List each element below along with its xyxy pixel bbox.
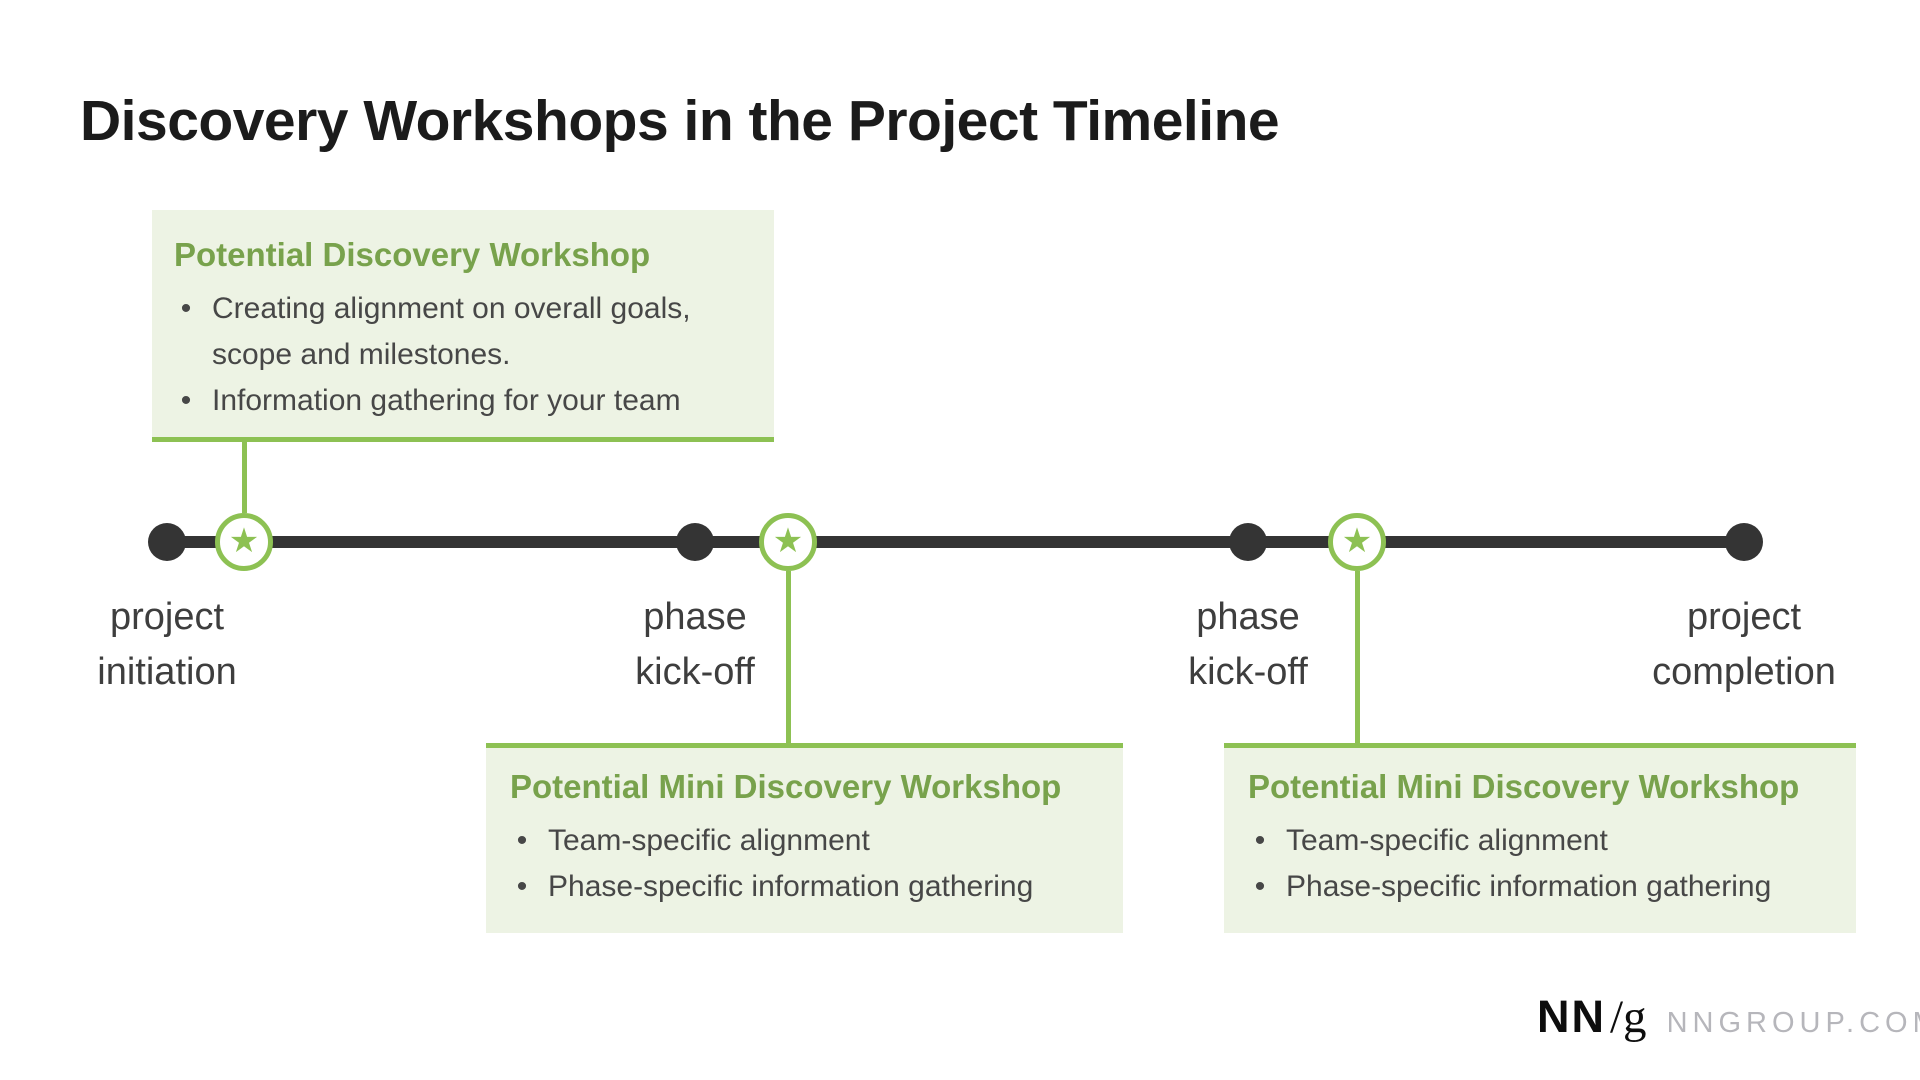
- connector-line-mini-workshop-2: [1355, 571, 1360, 743]
- bullet-text: Team-specific alignment: [548, 824, 870, 857]
- bullet-text: Phase-specific information gathering: [548, 870, 1034, 903]
- bullet-icon: •: [516, 870, 528, 903]
- callout-title: Potential Mini Discovery Workshop: [510, 768, 1062, 805]
- callout-mini-discovery-workshop-1: Potential Mini Discovery Workshop • Team…: [486, 743, 1123, 933]
- bullet-icon: •: [180, 384, 192, 417]
- milestone-dot-phase-kickoff-1: [676, 523, 714, 561]
- connector-line-top-workshop: [242, 442, 247, 513]
- callout-bullet: • Information gathering for your team: [174, 378, 754, 424]
- bullet-icon: •: [180, 292, 192, 325]
- bullet-text: Team-specific alignment: [1286, 824, 1608, 857]
- bullet-icon: •: [1254, 870, 1266, 903]
- bullet-text: Information gathering for your team: [212, 384, 681, 417]
- milestone-dot-project-initiation: [148, 523, 186, 561]
- timeline-bar: [167, 536, 1745, 548]
- page-title: Discovery Workshops in the Project Timel…: [80, 89, 1280, 153]
- workshop-star-marker-3: ★: [1328, 513, 1386, 571]
- callout-bullet-list: • Creating alignment on overall goals, s…: [174, 286, 754, 424]
- bullet-icon: •: [1254, 824, 1266, 857]
- callout-title: Potential Discovery Workshop: [174, 236, 651, 273]
- milestone-label-phase-kickoff-1: phase kick-off: [635, 596, 755, 693]
- callout-mini-discovery-workshop-2: Potential Mini Discovery Workshop • Team…: [1224, 743, 1856, 933]
- bullet-text: Phase-specific information gathering: [1286, 870, 1772, 903]
- star-icon: ★: [772, 521, 804, 561]
- callout-bullet-list: • Team-specific alignment • Phase-specif…: [510, 818, 1103, 910]
- star-icon: ★: [228, 521, 260, 561]
- callout-title: Potential Mini Discovery Workshop: [1248, 768, 1800, 805]
- milestone-label-project-completion: project completion: [1652, 596, 1836, 693]
- bullet-text: Creating alignment on overall goals, sco…: [212, 292, 691, 371]
- nng-footer: NN /g NNGROUP.COM: [1537, 990, 1920, 1044]
- callout-bullet: • Team-specific alignment: [1248, 818, 1836, 864]
- connector-line-mini-workshop-1: [786, 571, 791, 743]
- milestone-label-project-initiation: project initiation: [97, 596, 237, 693]
- nng-logo-nn: NN: [1537, 991, 1606, 1042]
- milestone-dot-project-completion: [1725, 523, 1763, 561]
- callout-bullet: • Creating alignment on overall goals, s…: [174, 286, 754, 378]
- bullet-icon: •: [516, 824, 528, 857]
- nngroup-url: NNGROUP.COM: [1666, 1007, 1920, 1039]
- milestone-dot-phase-kickoff-2: [1229, 523, 1267, 561]
- callout-bullet: • Team-specific alignment: [510, 818, 1103, 864]
- workshop-star-marker-2: ★: [759, 513, 817, 571]
- callout-bullet: • Phase-specific information gathering: [1248, 864, 1836, 910]
- workshop-star-marker-1: ★: [215, 513, 273, 571]
- callout-potential-discovery-workshop: Potential Discovery Workshop • Creating …: [152, 210, 774, 442]
- nng-logo-slash-g: /g: [1610, 991, 1647, 1043]
- callout-bullet-list: • Team-specific alignment • Phase-specif…: [1248, 818, 1836, 910]
- milestone-label-phase-kickoff-2: phase kick-off: [1188, 596, 1308, 693]
- callout-bullet: • Phase-specific information gathering: [510, 864, 1103, 910]
- star-icon: ★: [1341, 521, 1373, 561]
